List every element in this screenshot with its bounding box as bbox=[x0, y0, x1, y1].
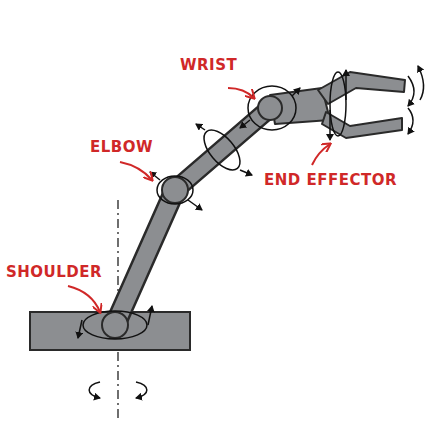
leader-arrows bbox=[68, 88, 330, 312]
forearm-outline bbox=[175, 108, 270, 190]
wrist-joint bbox=[258, 96, 282, 120]
upper-arm bbox=[115, 190, 175, 325]
rotation-arrows bbox=[78, 66, 424, 398]
shoulder-joint bbox=[102, 312, 128, 338]
joint-label: ELBOW bbox=[90, 140, 153, 155]
end-effector-gripper bbox=[270, 72, 405, 138]
forearm bbox=[175, 108, 270, 190]
upper-arm-outline bbox=[115, 190, 175, 325]
elbow-joint bbox=[162, 177, 188, 203]
joint-label: WRIST bbox=[180, 58, 237, 73]
part-label: END EFFECTOR bbox=[264, 173, 397, 188]
joint-label: SHOULDER bbox=[6, 265, 102, 280]
base-plate bbox=[30, 312, 190, 350]
